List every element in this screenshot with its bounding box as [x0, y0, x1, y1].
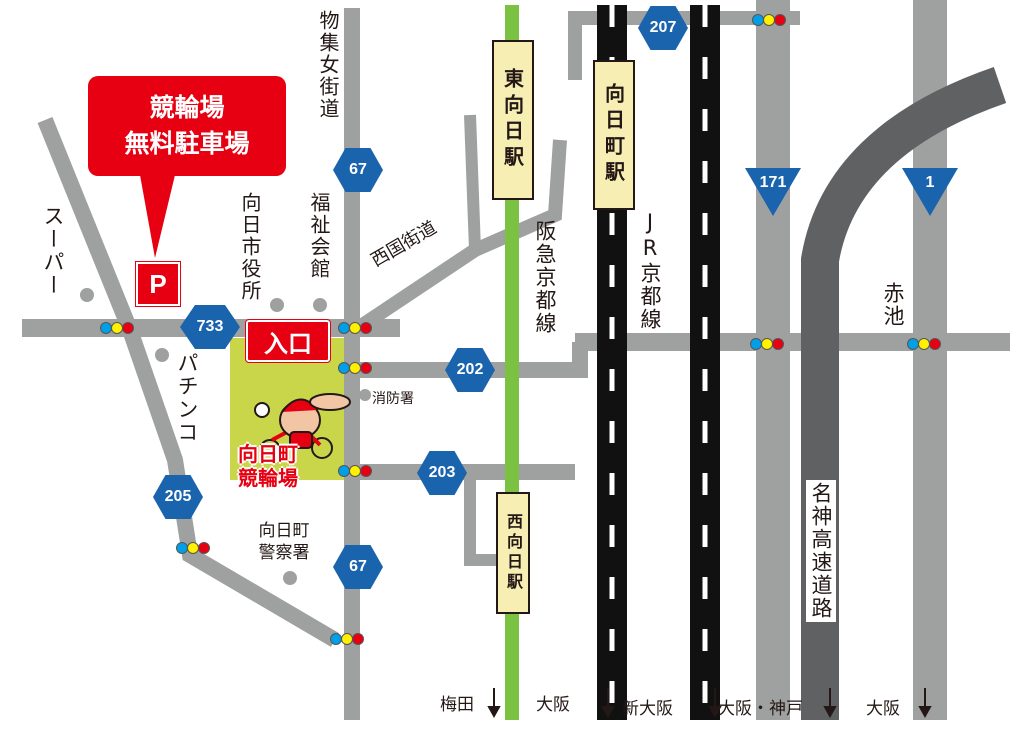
label-meishin: 名神高速道路 [806, 480, 836, 622]
police-dot [283, 571, 297, 585]
fire-station-dot [359, 389, 371, 401]
traffic-light [338, 362, 372, 374]
direction-osaka-2: 大阪 [866, 699, 900, 719]
callout-line-2: 無料駐車場 [124, 129, 250, 158]
traffic-light [338, 322, 372, 334]
label-supermarket: スーパー [41, 205, 65, 297]
callout-pointer [140, 175, 175, 258]
road-203-branch [464, 480, 500, 566]
traffic-light [750, 338, 784, 350]
label-akaike: 赤池 [881, 282, 905, 328]
parking-sign: P [135, 261, 181, 307]
supermarket-dot [80, 288, 94, 302]
parking-callout: 競輪場 無料駐車場 [88, 76, 286, 176]
label-jr-line: JR京都線 [638, 210, 662, 331]
route-205-sign: 205 [153, 475, 203, 519]
entrance-sign: 入口 [245, 319, 331, 363]
station-mukomachi: 向日町駅 [593, 60, 635, 210]
route-203-sign: 203 [417, 451, 467, 495]
station-nishimuko: 西向日駅 [496, 492, 530, 614]
road-saigoku-branch [464, 114, 481, 251]
pachinko-dot [155, 348, 169, 362]
label-welfare-hall: 福祉会館 [307, 192, 331, 280]
route-67-top-sign: 67 [333, 148, 383, 192]
venue-name-line-2: 競輪場 [238, 466, 298, 490]
label-city-hall: 向日市役所 [238, 192, 262, 302]
direction-shin-osaka: 新大阪 [622, 699, 673, 719]
route-733-sign: 733 [180, 305, 240, 349]
label-pachinko: パチンコ [175, 352, 199, 444]
label-police-station-text: 向日町警察署 [258, 521, 310, 563]
route-202-sign: 202 [445, 348, 495, 392]
traffic-light [176, 542, 210, 554]
label-butsu-street: 物集女街道 [316, 10, 340, 120]
label-fire-station: 消防署 [372, 391, 414, 407]
callout-line-1: 競輪場 [149, 93, 225, 122]
road-202 [345, 342, 588, 378]
traffic-light [752, 14, 786, 26]
venue-name: 向日町 競輪場 [216, 442, 320, 490]
traffic-light [100, 322, 134, 334]
road-left-diagonal [37, 116, 340, 647]
direction-umeda: 梅田 [440, 695, 474, 715]
label-police-station: 向日町警察署 [252, 520, 316, 564]
welfare-hall-dot [313, 298, 327, 312]
traffic-light [338, 465, 372, 477]
station-higashimuko: 東向日駅 [492, 40, 534, 200]
city-hall-dot [270, 298, 284, 312]
direction-osaka-kobe: 大阪・神戸 [718, 699, 803, 719]
traffic-light [330, 633, 364, 645]
meishin-expressway [801, 67, 1007, 720]
direction-osaka-1: 大阪 [536, 695, 570, 715]
venue-name-line-1: 向日町 [238, 442, 298, 466]
road-207 [568, 11, 800, 80]
label-hankyu-line: 阪急京都線 [533, 220, 557, 335]
mascot-cyclist-icon [254, 393, 351, 461]
traffic-light [907, 338, 941, 350]
